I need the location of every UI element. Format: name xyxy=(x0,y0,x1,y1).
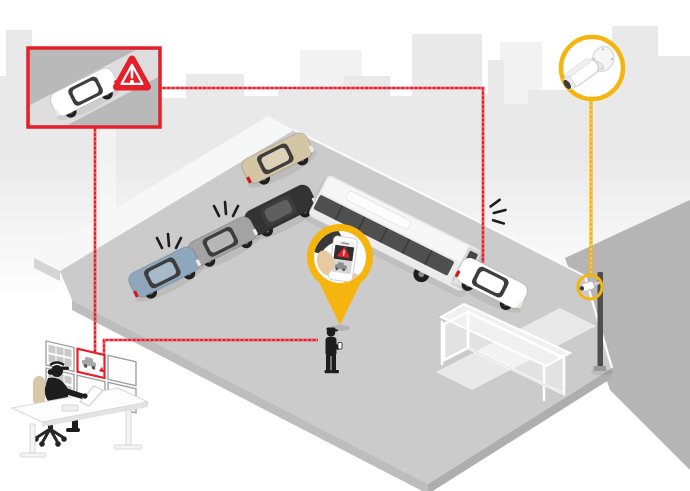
operator-desk xyxy=(10,385,150,458)
warning-triangle-icon xyxy=(113,55,151,91)
pole-camera-icon xyxy=(579,280,600,292)
connector-lines xyxy=(93,86,593,358)
lot-edge-right xyxy=(428,368,612,491)
desk-keyboard xyxy=(61,404,79,412)
pedestrian-silhouette xyxy=(324,327,343,374)
bullet-camera-icon xyxy=(563,46,615,90)
notification-pin xyxy=(307,224,373,331)
lot-edge-left xyxy=(72,300,428,491)
operator-station xyxy=(10,340,150,458)
surveillance-camera-badge xyxy=(558,34,626,102)
street-pavement xyxy=(565,200,690,470)
pole-camera-badge xyxy=(576,273,604,301)
alert-monitor xyxy=(76,347,106,380)
operator-arm xyxy=(58,386,88,399)
sidewalk-end-face xyxy=(34,258,60,281)
connector-box-to-car xyxy=(161,86,485,263)
desk-tablet xyxy=(79,385,104,407)
alert-callout-panel xyxy=(26,46,162,129)
bus-shelter xyxy=(438,302,573,402)
sidewalk xyxy=(34,116,294,271)
monitor-blank xyxy=(107,354,137,387)
city-bus xyxy=(305,175,483,298)
